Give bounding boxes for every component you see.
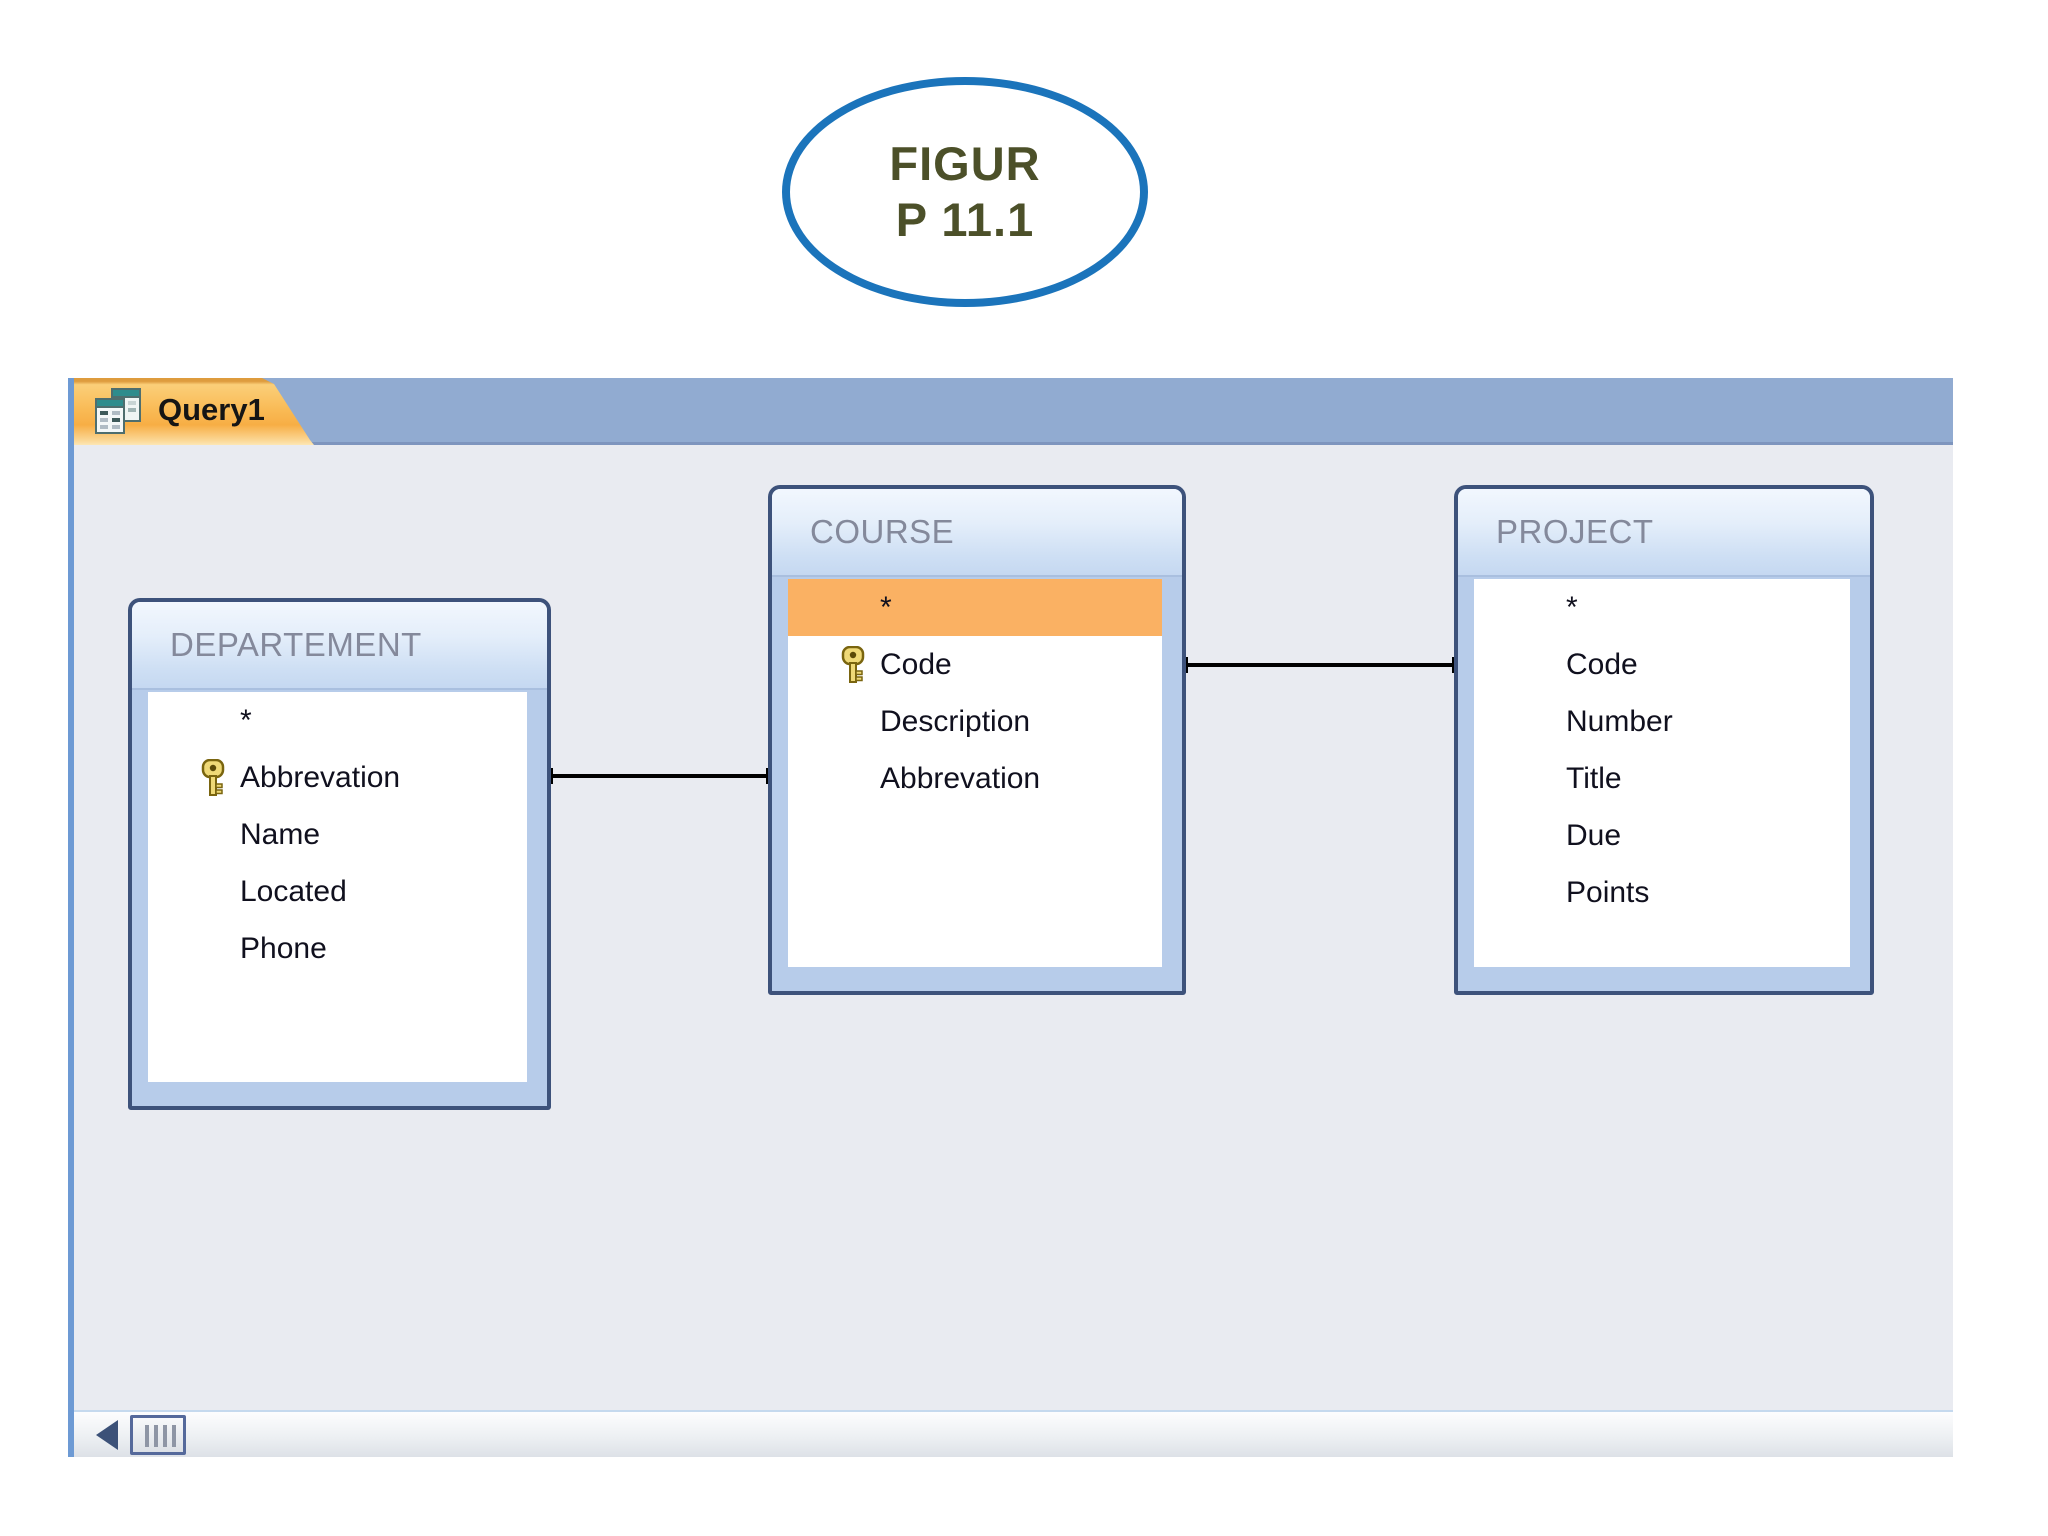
field-label: Phone (240, 931, 327, 965)
field-label: Code (880, 647, 952, 681)
field-label: Description (880, 704, 1031, 738)
table-title: COURSE (772, 489, 1182, 577)
table-title: PROJECT (1458, 489, 1870, 577)
tab-query1-label: Query1 (158, 392, 265, 427)
field-row-points[interactable]: Points (1474, 864, 1850, 921)
field-row-star[interactable]: * (1474, 579, 1850, 636)
field-row-name[interactable]: Name (148, 806, 527, 863)
field-row-title[interactable]: Title (1474, 750, 1850, 807)
field-row-star[interactable]: * (788, 579, 1162, 636)
scrollbar-thumb[interactable] (130, 1415, 186, 1455)
primary-key-icon (201, 759, 225, 796)
scrollbar-grip-icon (145, 1425, 177, 1447)
field-row-number[interactable]: Number (1474, 693, 1850, 750)
figure-label-oval: FIGUR P 11.1 (782, 77, 1148, 307)
figure-label-line1: FIGUR (889, 136, 1041, 190)
scroll-left-arrow-icon[interactable] (96, 1420, 118, 1450)
table-title: DEPARTEMENT (132, 602, 547, 690)
tab-query1[interactable]: Query1 (74, 378, 314, 445)
field-row-abbrevation[interactable]: Abbrevation (788, 750, 1162, 807)
horizontal-scrollbar[interactable] (74, 1410, 1953, 1457)
field-label: Abbrevation (240, 760, 401, 794)
field-row-description[interactable]: Description (788, 693, 1162, 750)
field-row-abbrevation[interactable]: Abbrevation (148, 749, 527, 806)
field-row-star[interactable]: * (148, 692, 527, 749)
query-datasheet-icon (95, 388, 141, 434)
field-label: Abbrevation (880, 761, 1041, 795)
field-row-located[interactable]: Located (148, 863, 527, 920)
field-label: Name (240, 817, 321, 851)
relationship-line-course-project[interactable] (1172, 657, 1468, 673)
figure-label-line2: P 11.1 (895, 193, 1035, 246)
field-label: Points (1566, 875, 1650, 909)
field-label: Located (240, 874, 347, 908)
field-row-code[interactable]: Code (788, 636, 1162, 693)
field-label: Due (1566, 818, 1622, 852)
relationship-line-departement-course[interactable] (537, 768, 782, 784)
field-label: * (240, 703, 252, 737)
field-row-code[interactable]: Code (1474, 636, 1850, 693)
field-label: Title (1566, 761, 1622, 795)
field-label: Code (1566, 647, 1638, 681)
field-row-due[interactable]: Due (1474, 807, 1850, 864)
field-label: * (1566, 590, 1578, 624)
primary-key-icon (841, 646, 865, 683)
document-tab-bar: Query1 (74, 378, 1953, 445)
field-label: * (880, 590, 892, 624)
field-label: Number (1566, 704, 1673, 738)
field-row-phone[interactable]: Phone (148, 920, 527, 977)
